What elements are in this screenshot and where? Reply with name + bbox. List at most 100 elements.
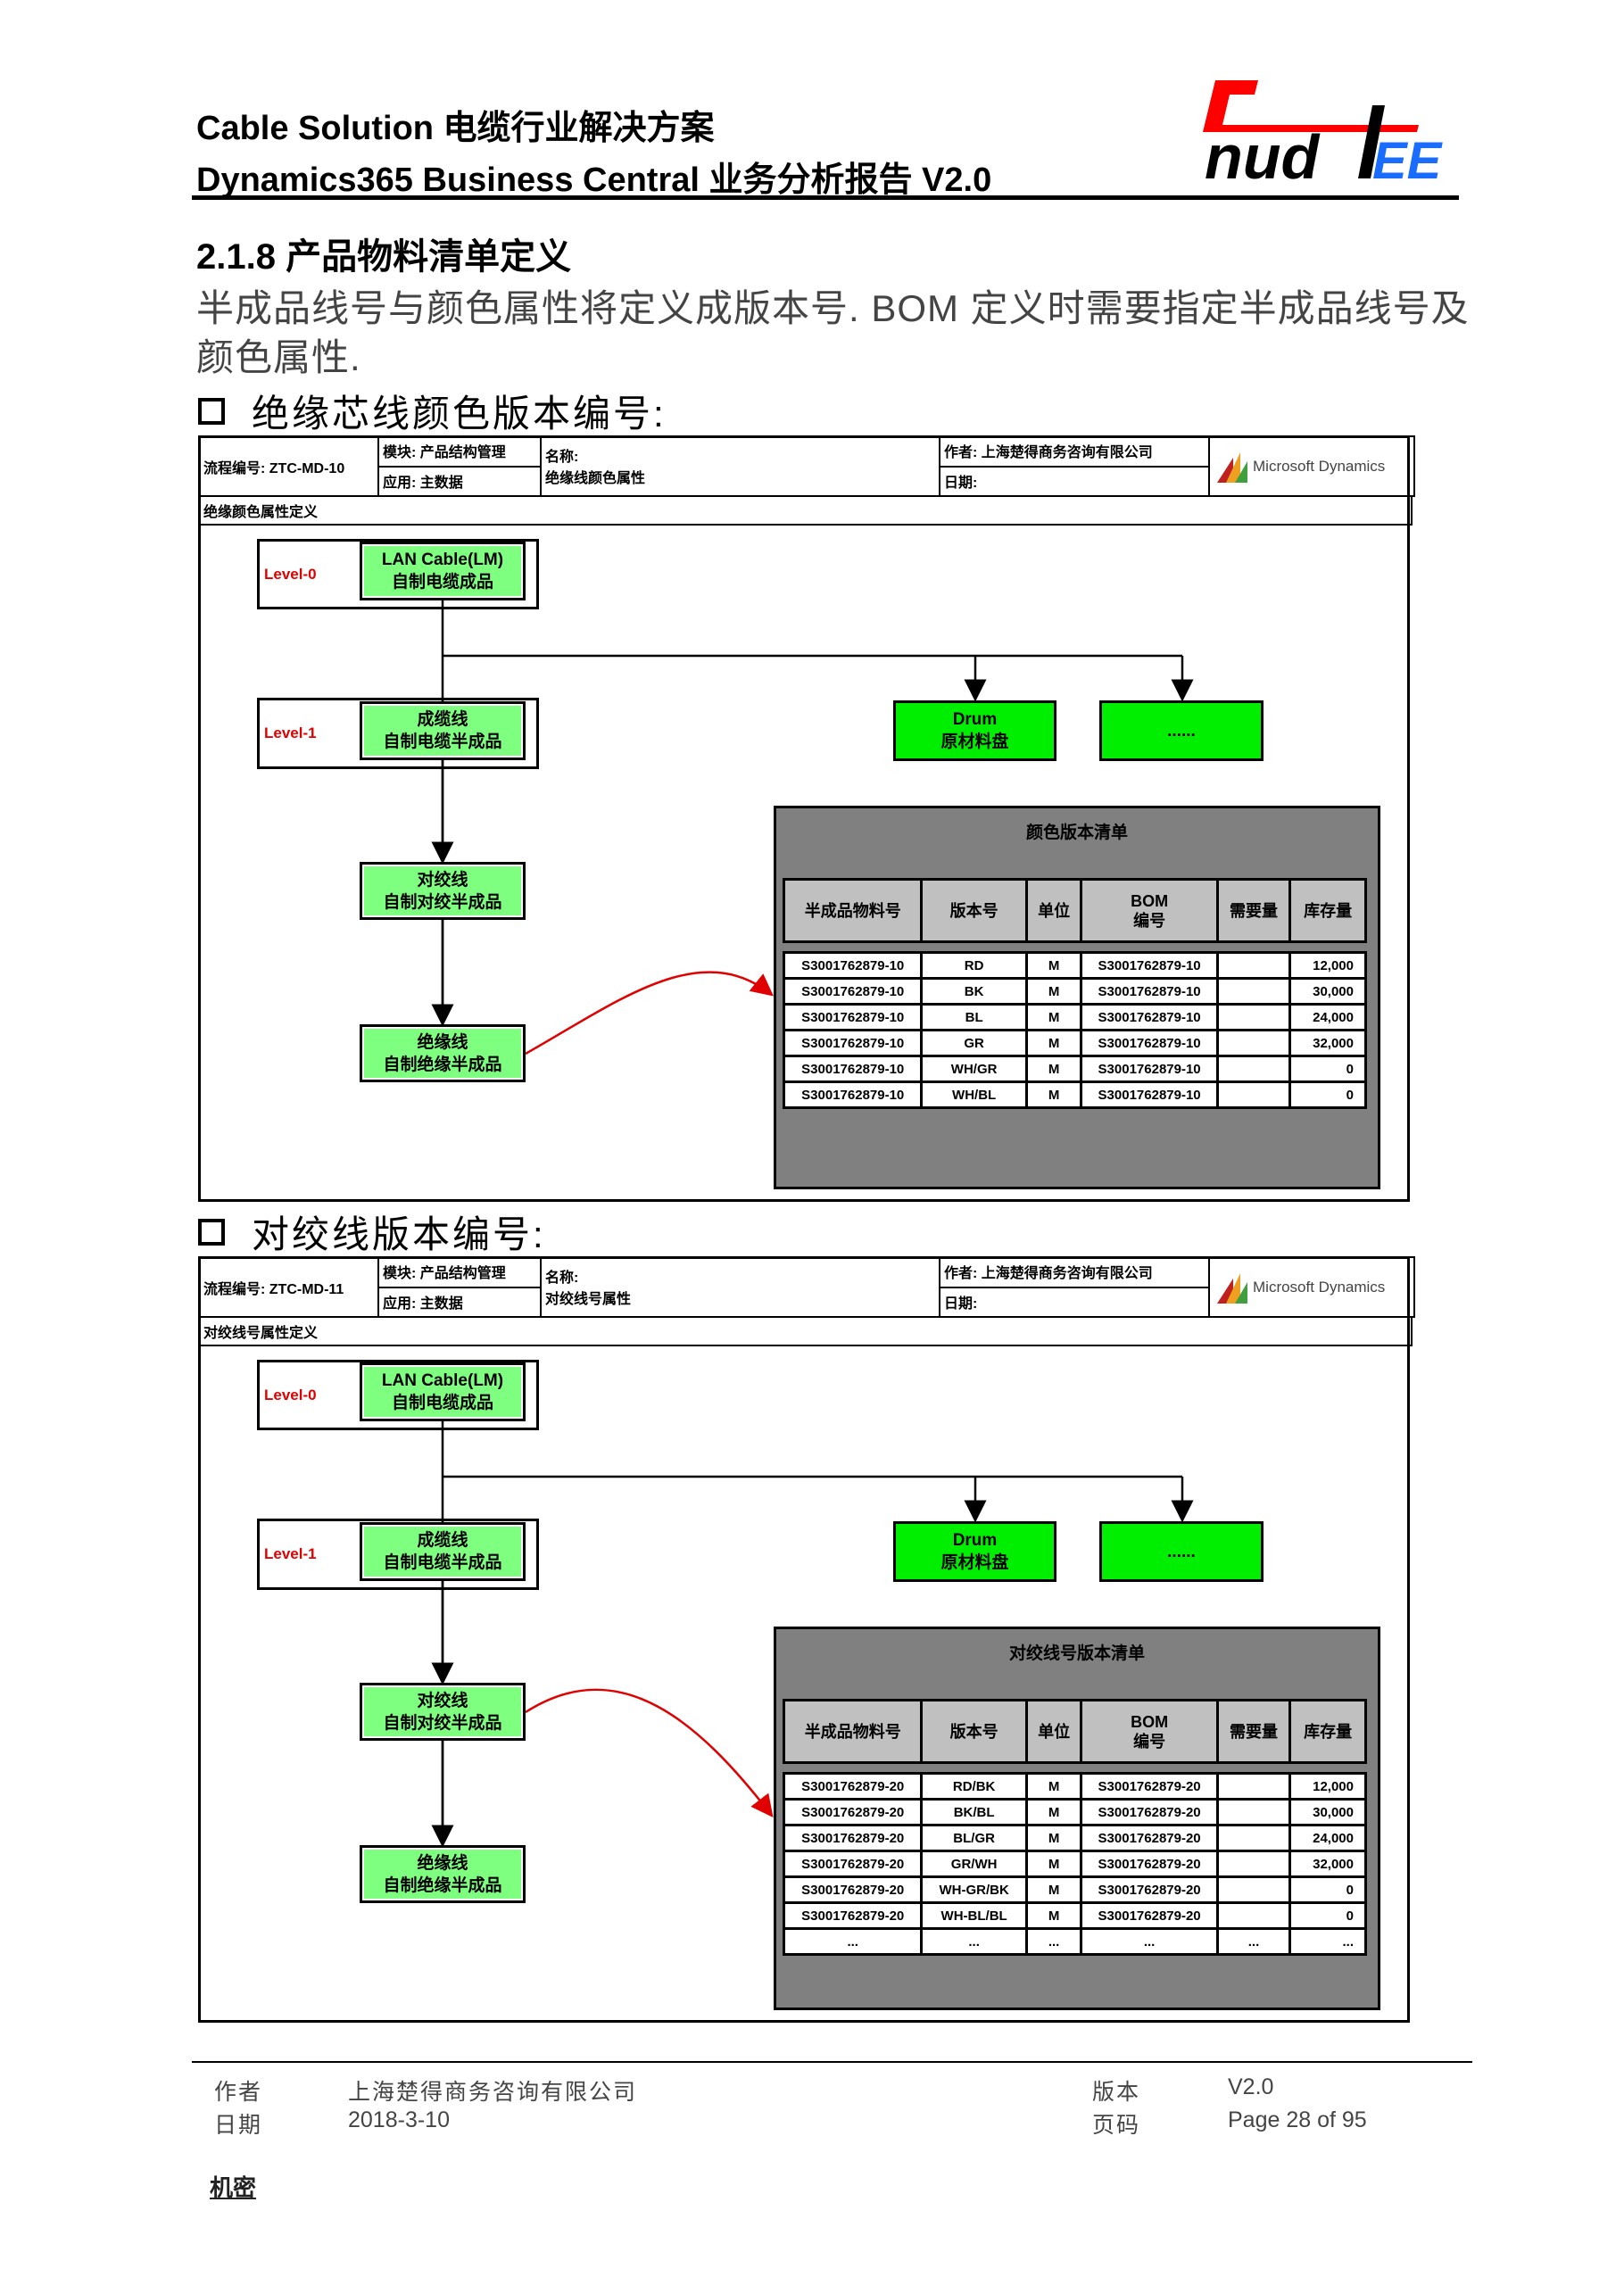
table-cell: S3001762879-10 [1080, 1055, 1219, 1083]
node-title: 绝缘线 [417, 1853, 468, 1873]
table-cell: ... [1024, 1927, 1083, 1956]
table-cell: M [1024, 1080, 1083, 1109]
table-cell: S3001762879-10 [1080, 1080, 1219, 1109]
footer-page: Page 28 of 95 [1228, 2107, 1367, 2132]
column-header: 半成品物料号 [782, 878, 924, 943]
node-title: LAN Cable(LM) [381, 551, 504, 569]
node-subtitle: 自制绝缘半成品 [383, 1055, 502, 1074]
table-cell: S3001762879-10 [782, 1003, 924, 1031]
table-cell [1215, 1029, 1292, 1057]
more-node: ...... [1099, 1521, 1264, 1582]
table-cell [1215, 1055, 1292, 1083]
footer-version-label: 版本 [1092, 2080, 1141, 2105]
microsoft-dynamics-logo: Microsoft Dynamics [1208, 435, 1415, 497]
table-cell: S3001762879-10 [782, 951, 924, 980]
footer-date-label: 日期 [214, 2113, 263, 2138]
column-header: 单位 [1024, 1699, 1083, 1764]
name-value: 绝缘线颜色属性 [545, 471, 646, 486]
name-label: 名称: [545, 450, 579, 465]
svg-text:nud: nud [1205, 122, 1321, 186]
level-1-label: Level-1 [264, 724, 317, 741]
table-cell: 24,000 [1288, 1824, 1367, 1852]
node-subtitle: 原材料盘 [940, 733, 1009, 751]
table-cell: 30,000 [1288, 1798, 1367, 1826]
table-cell: BL [920, 1003, 1028, 1031]
table-cell: S3001762879-20 [782, 1772, 924, 1801]
column-header: 库存量 [1288, 1699, 1367, 1764]
node-subtitle: 自制绝缘半成品 [383, 1875, 502, 1895]
table-cell: M [1024, 1003, 1083, 1031]
table-cell [1215, 1798, 1292, 1826]
connector-lines [431, 1421, 1194, 1848]
drum-node: Drum 原材料盘 [893, 1521, 1056, 1582]
node-1: 成缆线自制电缆半成品 [360, 1522, 526, 1581]
table-row: .................. [782, 1927, 1367, 1956]
table-cell: M [1024, 1055, 1083, 1083]
table-cell [1215, 1901, 1292, 1930]
node-subtitle: 自制对绞半成品 [383, 1713, 502, 1733]
footer-author-label: 作者 [214, 2080, 263, 2105]
table-cell: 0 [1288, 1080, 1367, 1109]
version-list-title: 对绞线号版本清单 [1008, 1644, 1145, 1663]
table-cell: S3001762879-10 [1080, 951, 1219, 980]
heading-text: 对绞线版本编号: [252, 1213, 546, 1255]
svg-text:EE: EE [1372, 132, 1444, 186]
table-cell [1215, 951, 1292, 980]
level-0-box: Level-0 [257, 539, 539, 609]
table-cell: WH-BL/BL [920, 1901, 1028, 1930]
column-header: 需要量 [1215, 1699, 1292, 1764]
brand-name: Microsoft Dynamics [1253, 457, 1386, 475]
table-cell: S3001762879-20 [1080, 1772, 1219, 1801]
table-cell: GR/WH [920, 1850, 1028, 1878]
table-cell: WH-GR/BK [920, 1875, 1028, 1904]
table-cell: S3001762879-20 [782, 1824, 924, 1852]
node-title: Drum [952, 1531, 998, 1550]
table-cell [1215, 977, 1292, 1006]
node-0: LAN Cable(LM)自制电缆成品 [360, 542, 526, 600]
heading-text: 绝缘芯线颜色版本编号: [252, 393, 667, 435]
brand-name: Microsoft Dynamics [1253, 1278, 1386, 1296]
footer-author: 上海楚得商务咨询有限公司 [348, 2080, 638, 2105]
table-cell: ... [1080, 1927, 1219, 1956]
node-subtitle: 自制电缆成品 [391, 1394, 493, 1412]
section-paragraph-line1: 半成品线号与颜色属性将定义成版本号. BOM 定义时需要指定半成品线号及 [196, 287, 1470, 329]
table-cell: 0 [1288, 1055, 1367, 1083]
header-rule [192, 195, 1459, 200]
header-title-line2: Dynamics365 Business Central 业务分析报告 V2.0 [196, 161, 992, 199]
table-cell: BK/BL [920, 1798, 1028, 1826]
company-logo: nud EE [1196, 79, 1446, 192]
section-paragraph-line2: 颜色属性. [196, 336, 361, 378]
table-cell: M [1024, 1875, 1083, 1904]
node-subtitle: 原材料盘 [940, 1553, 1009, 1572]
level-0-box: Level-0 [257, 1360, 539, 1430]
dynamics-logo-icon [1217, 1272, 1247, 1304]
node-3: 绝缘线自制绝缘半成品 [360, 1845, 526, 1903]
table-cell: BK [920, 977, 1028, 1006]
confidential-label: 机密 [210, 2174, 257, 2201]
connector-lines [431, 600, 1194, 1056]
node-title: Drum [952, 710, 998, 729]
node-title: 对绞线 [417, 870, 468, 890]
node-title: ...... [1167, 721, 1196, 741]
name-label: 名称: [545, 1271, 579, 1286]
checkbox-icon [198, 1218, 225, 1246]
node-title: LAN Cable(LM) [381, 1371, 504, 1390]
header-title-line1: Cable Solution 电缆行业解决方案 [196, 110, 715, 147]
table-cell [1215, 1875, 1292, 1904]
table-cell: S3001762879-20 [1080, 1901, 1219, 1930]
table-cell: GR [920, 1029, 1028, 1057]
table-cell [1215, 1003, 1292, 1031]
column-header: 单位 [1024, 878, 1083, 943]
table-cell: S3001762879-10 [782, 1080, 924, 1109]
red-link-arrow [525, 1688, 774, 1817]
footer-version: V2.0 [1228, 2074, 1274, 2099]
footer-date: 2018-3-10 [348, 2107, 450, 2132]
version-list-title: 颜色版本清单 [1025, 824, 1128, 842]
level-0-label: Level-0 [264, 1386, 317, 1403]
table-cell: S3001762879-20 [1080, 1798, 1219, 1826]
table-cell: S3001762879-10 [1080, 1003, 1219, 1031]
